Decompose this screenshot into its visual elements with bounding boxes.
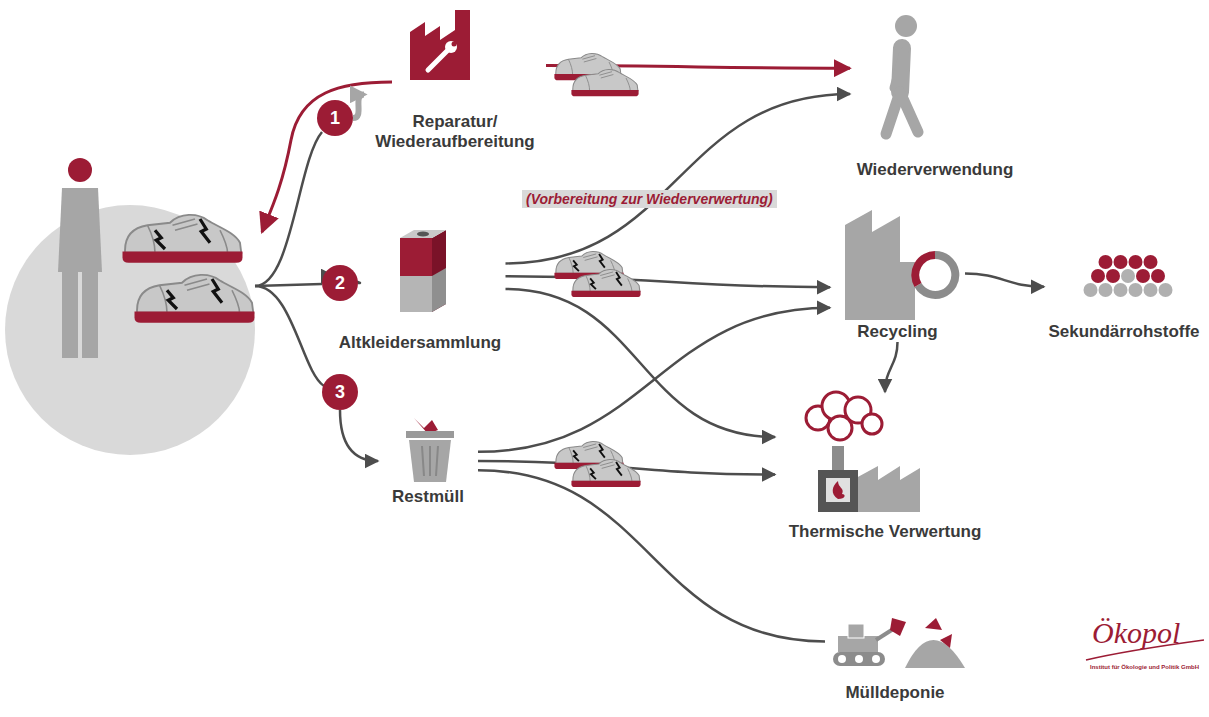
flow-connector (353, 94, 364, 118)
thermal-node: Thermische Verwertung (775, 392, 995, 542)
stage-label: Restmüll (392, 487, 464, 507)
flow-connector (478, 470, 825, 641)
stage-label: Recycling (857, 322, 937, 342)
residual-waste-node: Restmüll (378, 415, 478, 507)
flow-connector (506, 289, 776, 437)
callout-digit: 1 (330, 109, 340, 127)
broken-shoe (571, 460, 640, 488)
stage-label: Altkleidersammlung (339, 333, 502, 353)
callout-number: 3 (322, 374, 358, 410)
logo-subtitle: Institut für Ökologie und Politik GmbH (1090, 664, 1199, 670)
choice-lines (255, 132, 324, 386)
stage-label: Reparatur/ Wiederaufbereitung (364, 112, 546, 152)
flow-connector (340, 410, 378, 461)
collection-node: Altkleidersammlung (335, 225, 506, 353)
return-arrow (262, 82, 392, 232)
incineration-plant (806, 392, 920, 512)
stage-label: Mülldeponie (845, 683, 944, 703)
callout-digit: 2 (335, 274, 345, 292)
logo-text: Ökopol (1092, 618, 1180, 648)
note-label: (Vorbereitung zur Wiederverwertung) (522, 190, 777, 208)
recycling-plant (845, 210, 955, 320)
walking-person (886, 15, 918, 134)
stage-label: Wiederverwendung (857, 160, 1014, 180)
landfill (833, 618, 965, 668)
residual-bin (406, 418, 454, 482)
broken-shoe (571, 270, 640, 298)
broken-shoe (123, 215, 243, 263)
stage-label: Thermische Verwertung (789, 522, 982, 542)
callout-number: 1 (317, 100, 353, 136)
collection-bin (400, 230, 446, 312)
repair-node: Reparatur/ Wiederaufbereitung (364, 8, 546, 152)
callout-digit: 3 (335, 383, 345, 401)
flow-connector (478, 308, 830, 452)
flow-connector (885, 342, 898, 392)
repair-factory (410, 10, 470, 80)
flow-connector (506, 276, 831, 287)
flow-connector (965, 274, 1044, 287)
repaired-shoe (571, 69, 638, 96)
secondary-material-dots (1084, 255, 1173, 297)
owner-figure (58, 158, 102, 358)
stage-label: Sekundärrohstoffe (1048, 322, 1199, 342)
landfill-node: Mülldeponie (825, 615, 965, 703)
owner-circle (5, 205, 255, 455)
broken-shoe (135, 275, 255, 323)
reuse-node: Wiederverwendung (850, 8, 1020, 180)
recycling-node: Recycling (830, 205, 965, 342)
secondary-material-node: Sekundärrohstoffe (1044, 250, 1204, 342)
flow-connector (506, 94, 851, 263)
callout-number: 2 (322, 265, 358, 301)
